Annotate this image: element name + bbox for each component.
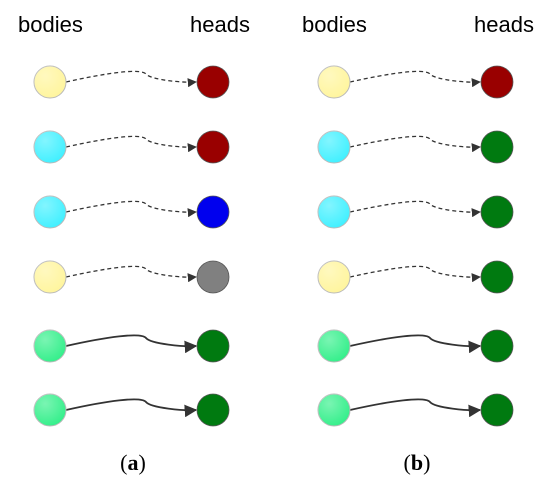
head-node [480, 195, 514, 229]
solid-edge [349, 398, 482, 418]
head-node [196, 329, 230, 363]
body-node-highlight [34, 196, 66, 228]
pair-row [33, 130, 230, 164]
dashed-edge [65, 70, 197, 88]
caption-close-paren: ) [423, 450, 430, 475]
pair-row [317, 393, 514, 427]
dashed-edge [349, 70, 481, 88]
body-node-highlight [318, 261, 350, 293]
pair-row [317, 130, 514, 164]
solid-edge [349, 334, 482, 354]
body-node-highlight [34, 394, 66, 426]
caption-open-paren: ( [404, 450, 411, 475]
pair-row [33, 260, 230, 294]
pair-row [33, 195, 230, 229]
body-node-highlight [34, 330, 66, 362]
caption-letter: a [128, 450, 139, 475]
pair-row [33, 65, 230, 99]
pair-row [317, 260, 514, 294]
head-node [480, 393, 514, 427]
head-node [480, 130, 514, 164]
body-node-highlight [318, 196, 350, 228]
caption-close-paren: ) [139, 450, 146, 475]
heads-header-label: heads [474, 12, 534, 37]
caption-open-paren: ( [120, 450, 127, 475]
panel-a: bodies heads (a) [18, 12, 250, 475]
heads-header-label: heads [190, 12, 250, 37]
dashed-edge [65, 200, 197, 218]
pair-row [317, 329, 514, 363]
panel-b-caption: (b) [404, 450, 431, 475]
solid-edge [65, 398, 198, 418]
body-node-highlight [34, 66, 66, 98]
solid-edge [65, 334, 198, 354]
dashed-edge [349, 265, 481, 283]
dashed-edge [349, 135, 481, 153]
dashed-edge [349, 200, 481, 218]
dashed-edge [65, 135, 197, 153]
body-node-highlight [318, 330, 350, 362]
pair-row [317, 65, 514, 99]
bodies-header-label: bodies [302, 12, 367, 37]
panel-a-rows [33, 65, 230, 427]
panel-a-caption: (a) [120, 450, 146, 475]
body-node-highlight [34, 131, 66, 163]
bodies-header-label: bodies [18, 12, 83, 37]
body-node-highlight [318, 66, 350, 98]
body-node-highlight [318, 394, 350, 426]
panel-b: bodies heads (b) [302, 12, 534, 475]
pair-row [33, 329, 230, 363]
body-node-highlight [34, 261, 66, 293]
panel-b-rows [317, 65, 514, 427]
head-node [480, 329, 514, 363]
body-node-highlight [318, 131, 350, 163]
head-node [196, 260, 230, 294]
pair-row [33, 393, 230, 427]
head-node [480, 65, 514, 99]
head-node [196, 65, 230, 99]
dashed-edge [65, 265, 197, 283]
head-node [196, 130, 230, 164]
head-node [196, 195, 230, 229]
head-node [196, 393, 230, 427]
caption-letter: b [411, 450, 423, 475]
head-node [480, 260, 514, 294]
pair-row [317, 195, 514, 229]
